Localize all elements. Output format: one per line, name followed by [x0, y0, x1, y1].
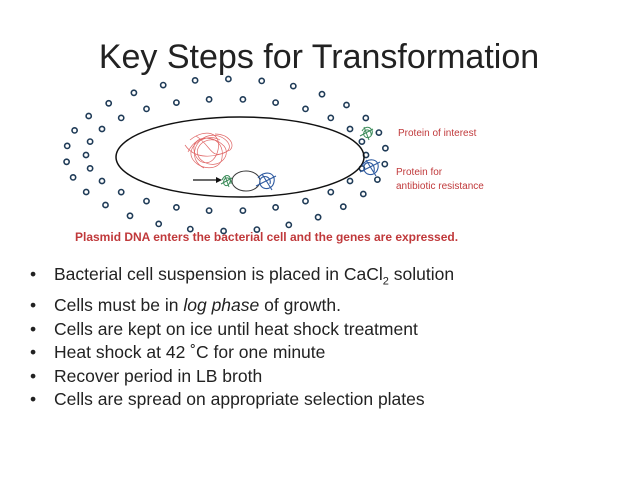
ion-dot [85, 112, 93, 120]
antibiotic-resistance-protein-icon [359, 159, 381, 177]
ion-dot [381, 144, 389, 152]
ion-dot [130, 89, 138, 97]
ion-dot [63, 142, 71, 150]
ion-dot [239, 96, 247, 103]
plasmid-in-cell [220, 170, 277, 192]
ion-dot [239, 207, 247, 214]
ion-dot [220, 227, 227, 235]
ion-dot [346, 125, 354, 133]
ion-dot [359, 190, 367, 198]
ion-dot [155, 220, 163, 228]
ion-dot [205, 207, 213, 214]
ion-dot [105, 99, 113, 107]
ion-dot [63, 158, 70, 166]
ion-dot [117, 114, 125, 122]
ion-dot [285, 221, 293, 229]
entry-arrowhead [216, 177, 222, 183]
ion-dot [143, 197, 150, 205]
ion-dot [375, 129, 383, 136]
protein-of-interest-label: Protein of interest [398, 128, 477, 139]
ion-dot [327, 114, 335, 122]
ion-dot [258, 77, 266, 85]
ion-dot [82, 188, 90, 196]
ion-dot [327, 188, 335, 196]
bullet-item: •Cells are kept on ice until heat shock … [30, 318, 418, 339]
ion-dot [191, 77, 199, 84]
ion-dot [102, 201, 109, 209]
ion-dot [289, 82, 297, 90]
bullet-list: •Bacterial cell suspension is placed in … [30, 263, 454, 412]
bullet-item: •Recover period in LB broth [30, 365, 263, 386]
ion-dot [318, 90, 326, 98]
ion-dot [98, 177, 106, 185]
antibiotic-protein-label-line2: antibiotic resistance [396, 181, 484, 192]
ion-dot [86, 164, 94, 172]
ion-dot [224, 75, 232, 83]
bullet-item: •Bacterial cell suspension is placed in … [30, 264, 455, 288]
calcium-ion-dots [63, 75, 389, 235]
antibiotic-protein-label-line1: Protein for [396, 167, 443, 178]
ion-dot [172, 203, 180, 211]
ion-dot [346, 177, 354, 185]
ion-dot [373, 176, 381, 183]
ion-dot [343, 101, 350, 109]
bacterial-cell [115, 116, 365, 198]
bullet-item: •Cells must be in log phase of growth. [30, 295, 341, 315]
ion-dot [339, 203, 347, 211]
protein-of-interest-icon [359, 126, 374, 141]
ion-dot [117, 188, 125, 196]
ion-dot [126, 212, 134, 220]
ion-dot [272, 203, 279, 211]
ion-dot [86, 138, 94, 145]
ion-dot [381, 160, 389, 168]
ion-dot [314, 213, 322, 221]
bullet-item: •Heat shock at 42 ˚C for one minute [30, 342, 326, 362]
ion-dot [302, 105, 309, 113]
ion-dot [82, 151, 90, 159]
ion-dot [302, 197, 309, 205]
ion-dot [159, 81, 167, 89]
diagram-caption: Plasmid DNA enters the bacterial cell an… [75, 230, 459, 244]
bullet-item: •Cells are spread on appropriate selecti… [30, 389, 425, 409]
ion-dot [186, 225, 194, 233]
bacterial-chromosome [184, 132, 233, 169]
ion-dot [71, 126, 78, 134]
ion-dot [143, 105, 150, 113]
ion-dot [362, 114, 370, 122]
ion-dot [358, 138, 366, 145]
ion-dot [172, 99, 180, 106]
slide-title: Key Steps for Transformation [98, 38, 540, 76]
ion-dot [272, 99, 279, 106]
ion-dot [98, 125, 106, 133]
ion-dot [69, 173, 77, 181]
ion-dot [253, 226, 261, 233]
ion-dot [205, 96, 213, 103]
